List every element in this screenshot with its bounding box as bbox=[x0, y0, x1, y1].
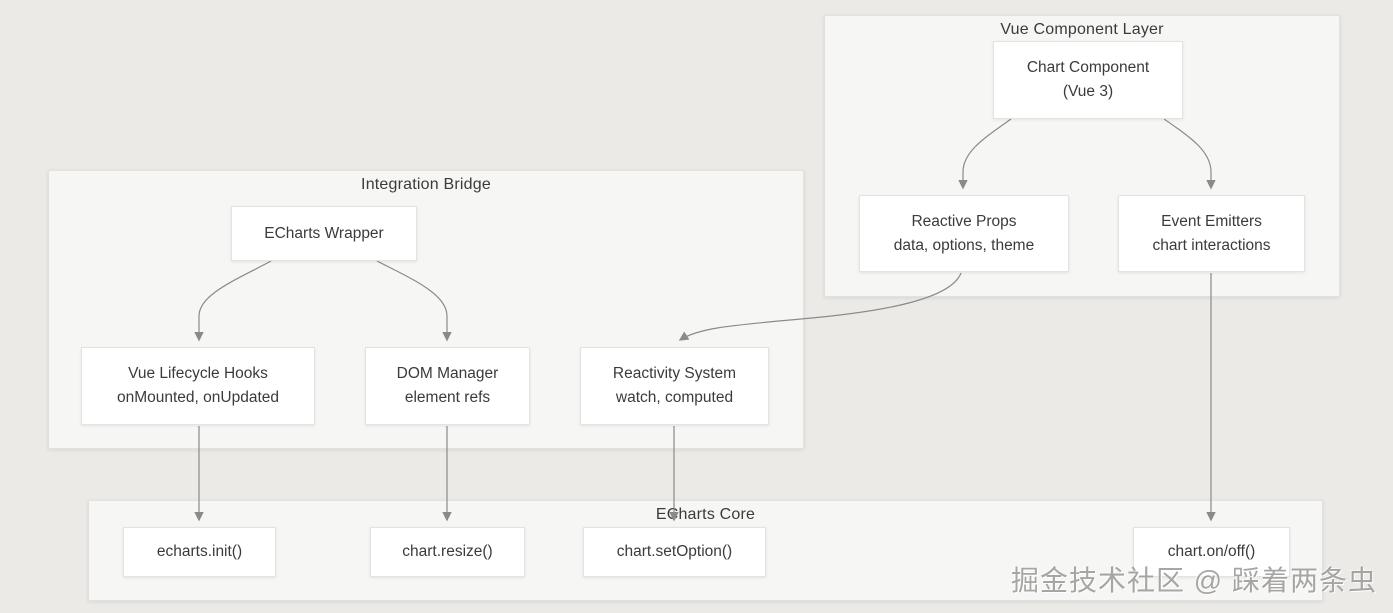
node-chart-resize: chart.resize() bbox=[370, 527, 525, 577]
group-title-vue-component-layer: Vue Component Layer bbox=[1000, 21, 1164, 38]
node-label: chart.on/off() bbox=[1167, 543, 1256, 560]
group-title-integration-bridge: Integration Bridge bbox=[361, 176, 491, 193]
node-echarts-init: echarts.init() bbox=[123, 527, 276, 577]
node-label: chart.setOption() bbox=[616, 543, 733, 560]
node-vue-lifecycle-hooks: Vue Lifecycle Hooks onMounted, onUpdated bbox=[81, 347, 315, 425]
node-label: chart.resize() bbox=[402, 543, 493, 560]
node-sublabel: onMounted, onUpdated bbox=[116, 389, 280, 406]
node-label: ECharts Wrapper bbox=[264, 224, 384, 242]
node-sublabel: watch, computed bbox=[615, 389, 734, 406]
node-reactive-props: Reactive Props data, options, theme bbox=[859, 195, 1069, 272]
node-label: Event Emitters bbox=[1161, 212, 1262, 230]
node-sublabel: chart interactions bbox=[1152, 236, 1271, 254]
node-sublabel: (Vue 3) bbox=[1062, 83, 1114, 100]
node-label: DOM Manager bbox=[396, 365, 499, 382]
node-reactivity-system: Reactivity System watch, computed bbox=[580, 347, 769, 425]
node-label: Reactive Props bbox=[911, 212, 1017, 230]
node-label: Chart Component bbox=[1026, 59, 1150, 76]
node-chart-component: Chart Component (Vue 3) bbox=[993, 41, 1183, 119]
node-dom-manager: DOM Manager element refs bbox=[365, 347, 530, 425]
node-label: echarts.init() bbox=[156, 543, 243, 560]
node-label: Reactivity System bbox=[612, 365, 737, 382]
node-event-emitters: Event Emitters chart interactions bbox=[1118, 195, 1305, 272]
group-title-echarts-core: ECharts Core bbox=[655, 506, 756, 523]
node-label: Vue Lifecycle Hooks bbox=[128, 365, 268, 382]
node-sublabel: element refs bbox=[404, 389, 491, 406]
node-sublabel: data, options, theme bbox=[893, 236, 1035, 254]
node-chart-onoff: chart.on/off() bbox=[1133, 527, 1290, 577]
node-echarts-wrapper: ECharts Wrapper bbox=[231, 206, 417, 261]
node-chart-setoption: chart.setOption() bbox=[583, 527, 766, 577]
